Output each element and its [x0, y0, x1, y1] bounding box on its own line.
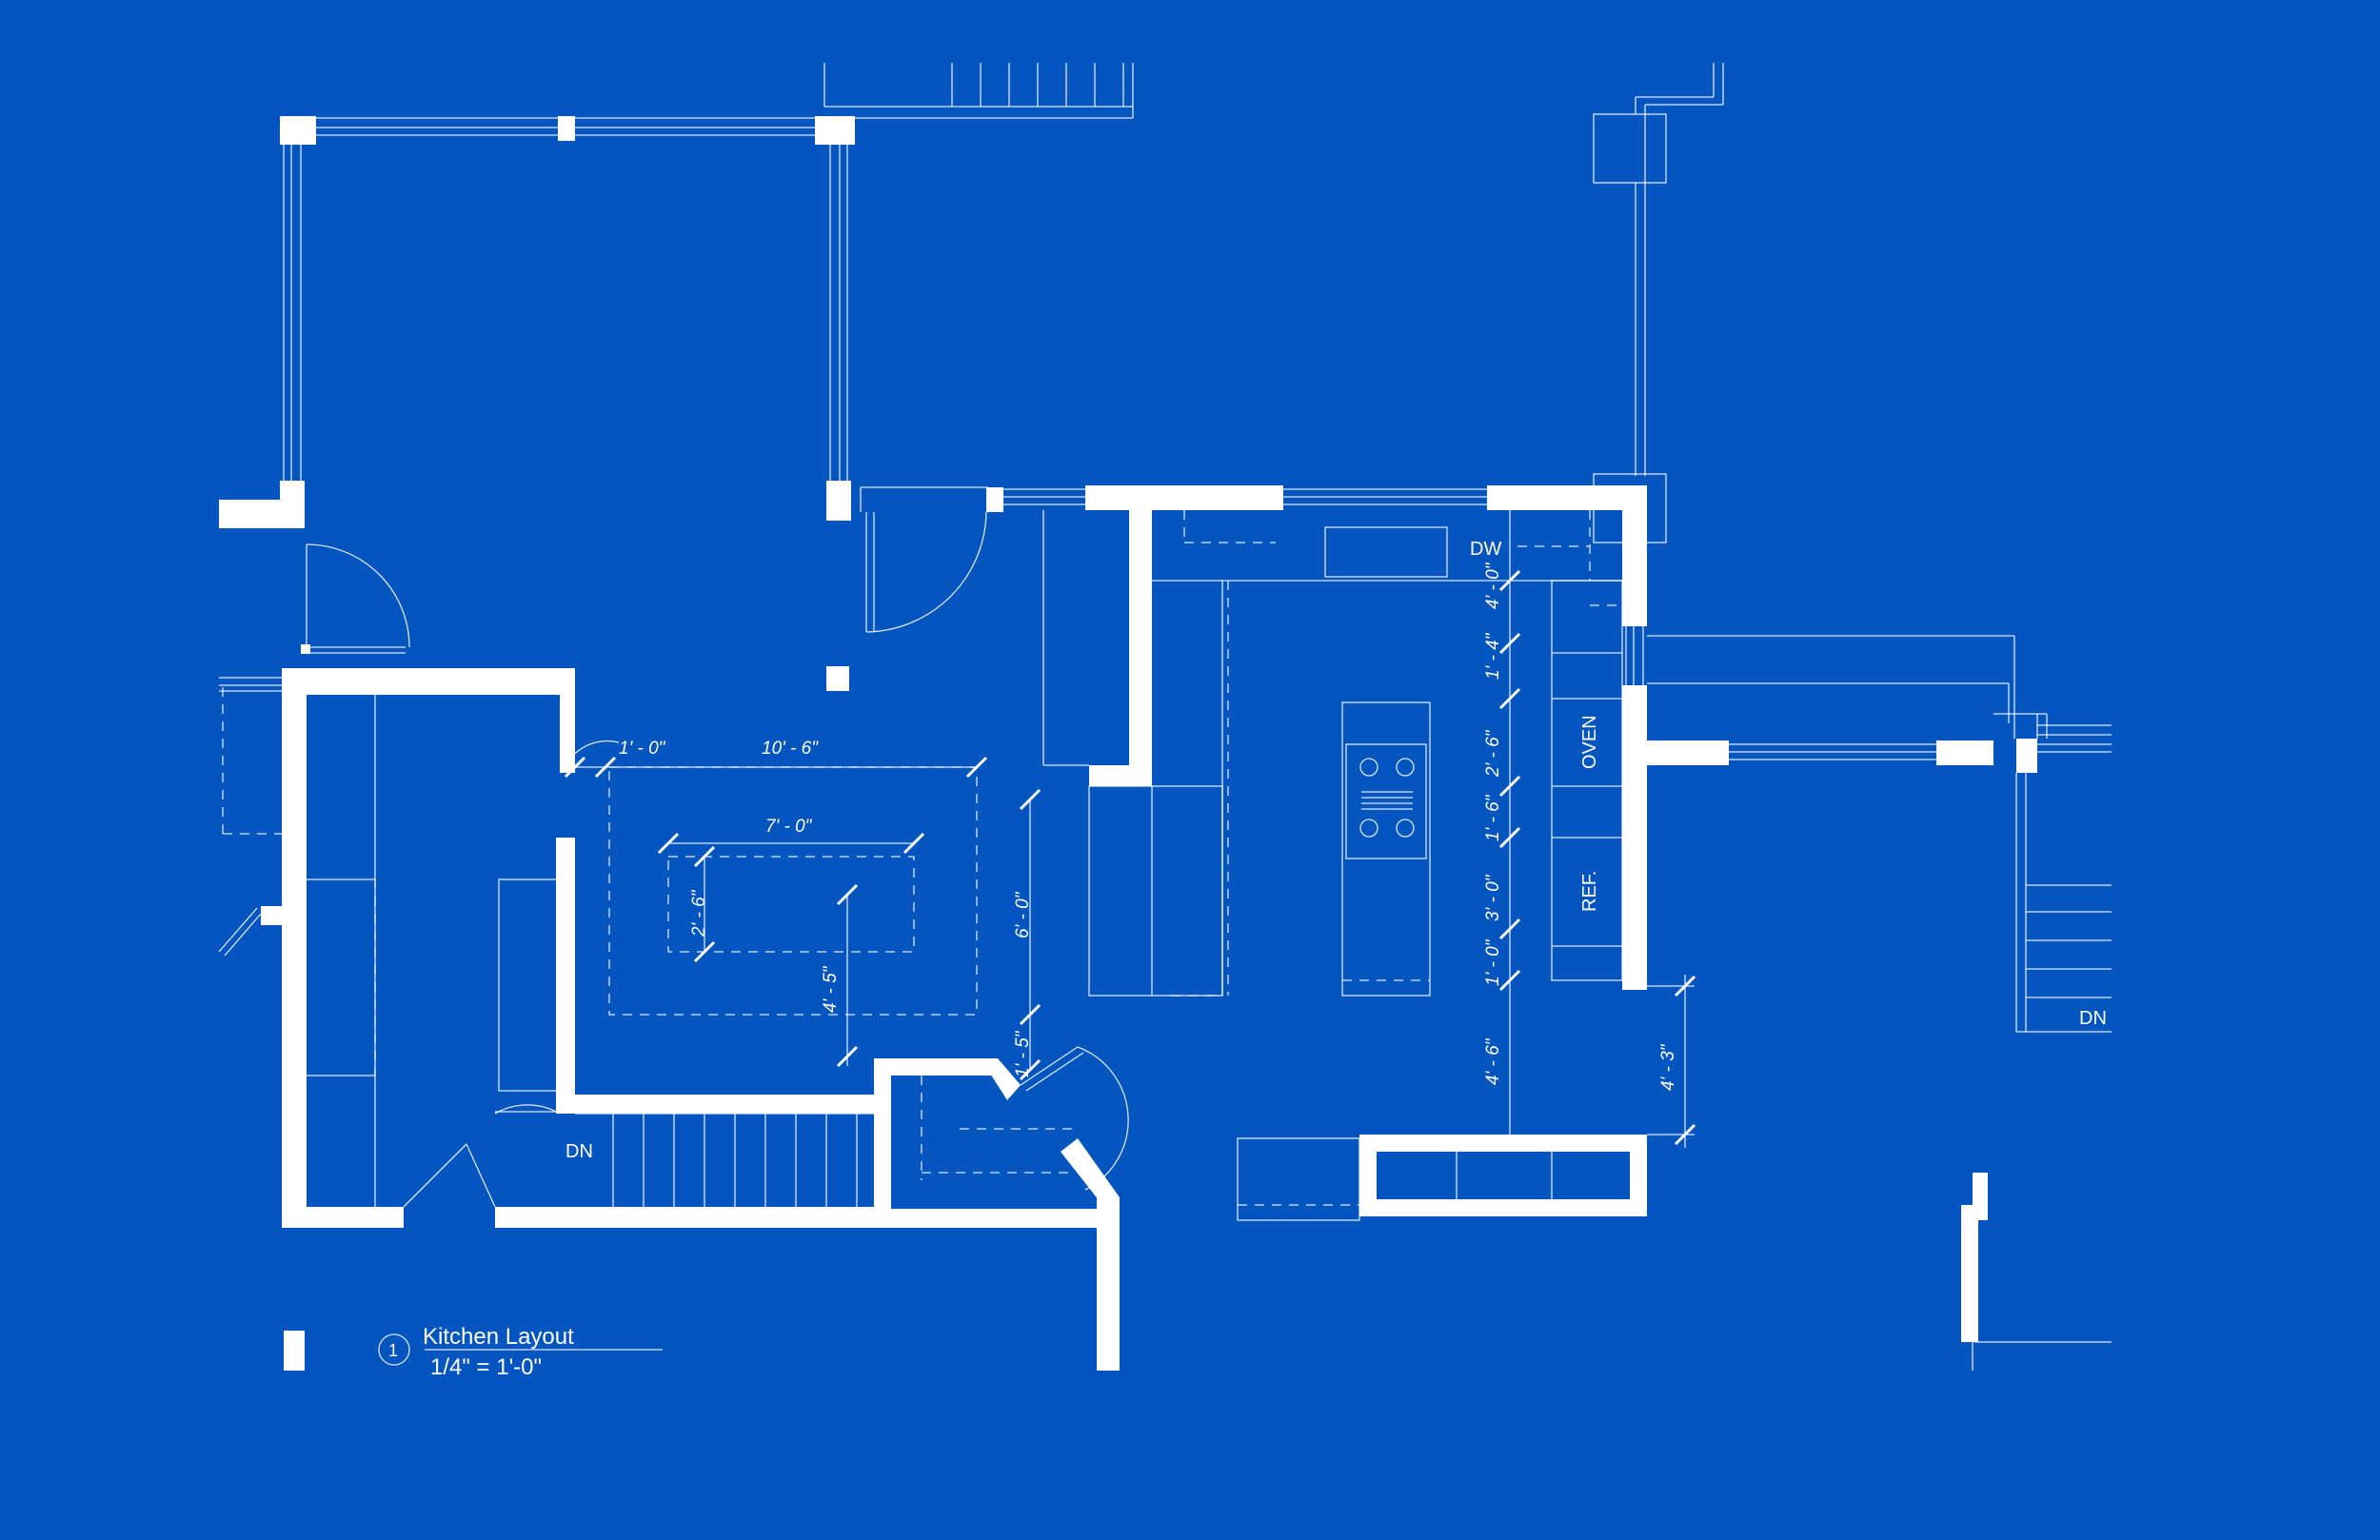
- dim-4-6: 4' - 6": [1483, 1037, 1503, 1085]
- dim-2-6-island: 2' - 6": [689, 889, 709, 938]
- label-dn-left: DN: [565, 1141, 593, 1162]
- label-oven: OVEN: [1579, 715, 1600, 769]
- dim-1-4: 1' - 4": [1483, 632, 1503, 680]
- dim-1-0-col: 1' - 0": [1483, 938, 1503, 986]
- dim-1-6: 1' - 6": [1483, 794, 1503, 841]
- dashed-lines: [222, 510, 1622, 1206]
- label-dw: DW: [1470, 539, 1501, 560]
- label-ref: REF.: [1579, 871, 1600, 912]
- dim-1-5: 1' - 5": [1013, 1030, 1033, 1077]
- dimension-lines: [564, 510, 1696, 1148]
- window-lines: [218, 63, 2112, 1371]
- dim-2-6-col: 2' - 6": [1483, 729, 1503, 778]
- dim-10-6: 10' - 6": [762, 739, 819, 759]
- drawing-number: 1: [388, 1341, 398, 1360]
- labels: DW OVEN REF. DN DN 1' - 0" 10' - 6" 7' -…: [388, 539, 2107, 1380]
- walls: [219, 116, 2037, 1371]
- dim-1-0-top: 1' - 0": [619, 739, 666, 759]
- drawing-scale: 1/4" = 1'-0": [430, 1354, 542, 1380]
- dim-4-5: 4' - 5": [821, 965, 841, 1013]
- drawing-title: Kitchen Layout: [423, 1324, 574, 1350]
- dim-6-0: 6' - 0": [1013, 891, 1033, 938]
- dim-7-0: 7' - 0": [765, 817, 813, 837]
- dim-4-0: 4' - 0": [1483, 562, 1503, 609]
- dim-3-0: 3' - 0": [1483, 874, 1503, 921]
- label-dn-right: DN: [2079, 1008, 2107, 1029]
- dim-4-3: 4' - 3": [1658, 1043, 1678, 1091]
